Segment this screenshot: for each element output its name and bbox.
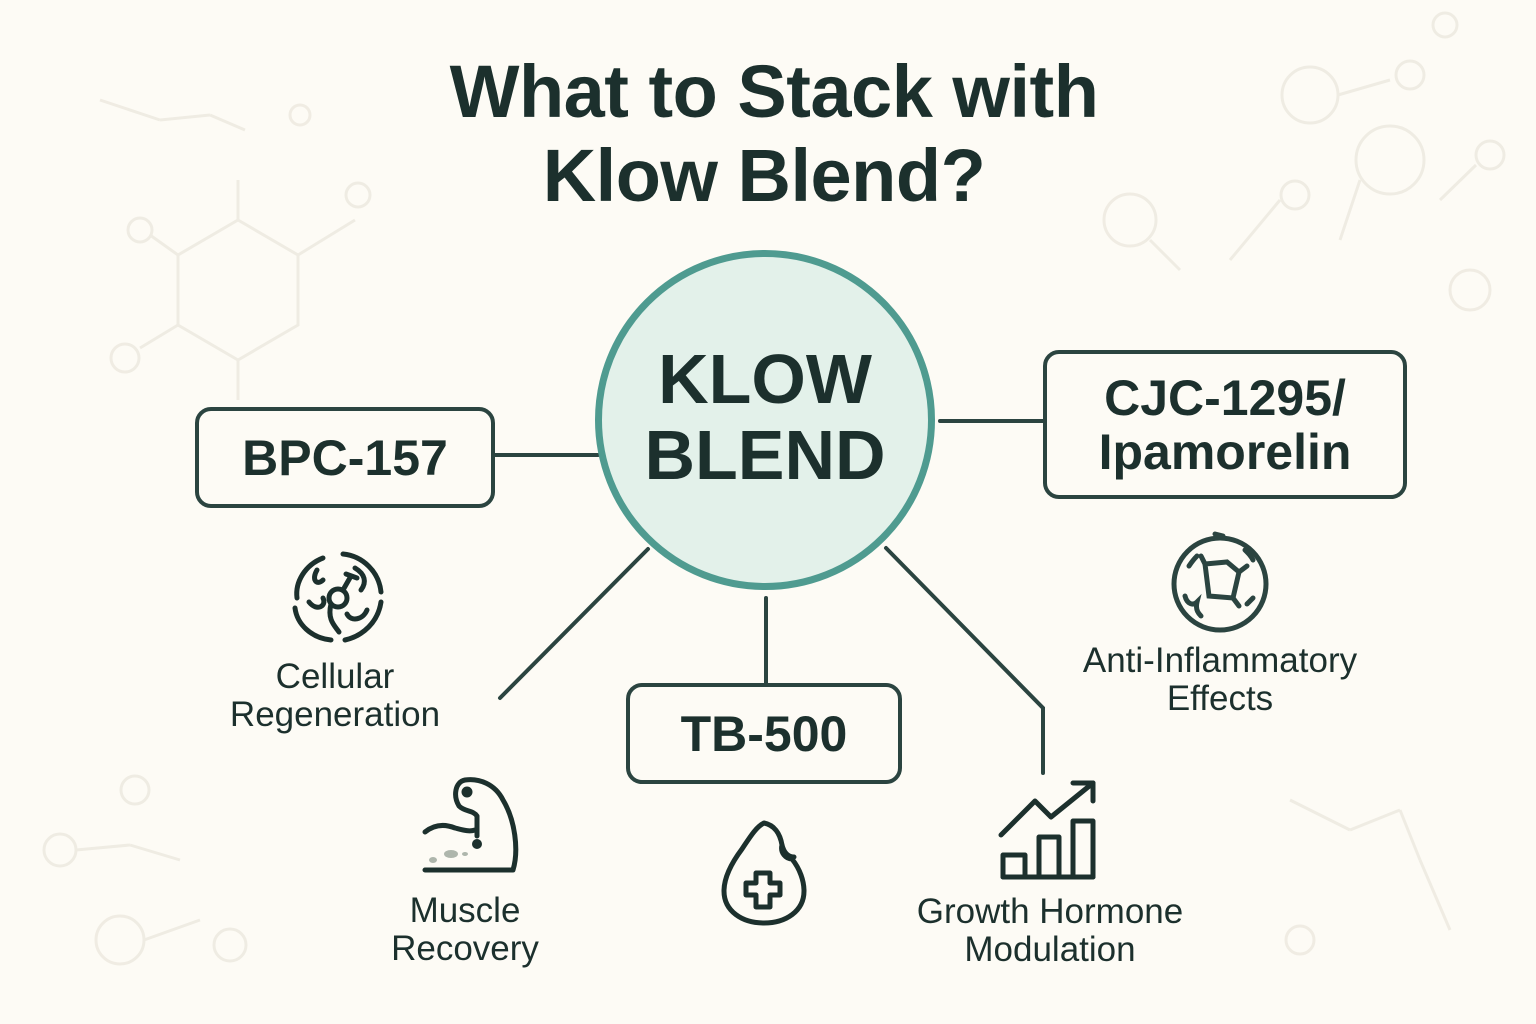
connector-cellular-regeneration — [498, 547, 650, 700]
benefit-label-line-1: Growth Hormone — [916, 892, 1184, 931]
node-bpc-157: BPC-157 — [195, 407, 495, 508]
title-line-2: Klow Blend? — [542, 134, 986, 217]
flexed-arm-icon — [422, 777, 519, 873]
title-line-1: What to Stack with — [449, 50, 1099, 133]
benefit-label-line-1: Muscle — [409, 891, 521, 930]
drop-plus-icon — [721, 820, 807, 926]
benefit-label-line-2: Regeneration — [229, 695, 441, 734]
hub-label-line-2: BLEND — [644, 416, 886, 494]
benefit-growth-hormone-label: Growth Hormone Modulation — [890, 893, 1210, 969]
node-cjc-label-line-1: CJC-1295/ — [1104, 369, 1346, 426]
benefit-anti-inflammatory: Anti-Inflammatory Effects — [1060, 526, 1380, 718]
benefit-cellular-regeneration: Cellular Regeneration — [195, 540, 475, 734]
hub-label: KLOW BLEND — [644, 341, 886, 494]
bacteria-shield-icon — [1171, 531, 1269, 633]
hub-label-line-1: KLOW — [658, 340, 872, 418]
benefit-label-line-2: Effects — [1166, 679, 1274, 718]
benefit-muscle-recovery-label: Muscle Recovery — [365, 892, 565, 968]
node-cjc-label-line-2: Ipamorelin — [1098, 423, 1352, 480]
klow-blend-hub: KLOW BLEND — [595, 250, 935, 590]
node-cjc-1295-ipamorelin: CJC-1295/ Ipamorelin — [1043, 350, 1407, 499]
benefit-cellular-regeneration-label: Cellular Regeneration — [195, 658, 475, 734]
node-tb-500-label: TB-500 — [680, 705, 848, 762]
node-bpc-157-label: BPC-157 — [242, 429, 448, 486]
connector-growth-hormone — [884, 546, 1045, 775]
benefit-label-line-1: Anti-Inflammatory — [1082, 641, 1358, 680]
growth-chart-icon — [998, 780, 1096, 880]
benefit-label-line-1: Cellular — [275, 657, 395, 696]
benefit-label-line-2: Modulation — [964, 930, 1136, 969]
cell-icon — [292, 551, 384, 643]
benefit-anti-inflammatory-label: Anti-Inflammatory Effects — [1060, 642, 1380, 718]
benefit-label-line-2: Recovery — [391, 929, 539, 968]
benefit-growth-hormone-modulation: Growth Hormone Modulation — [890, 775, 1210, 969]
benefit-muscle-recovery: Muscle Recovery — [365, 770, 565, 968]
node-tb-500: TB-500 — [626, 683, 902, 784]
page-title: What to Stack with Klow Blend? — [0, 50, 1536, 218]
